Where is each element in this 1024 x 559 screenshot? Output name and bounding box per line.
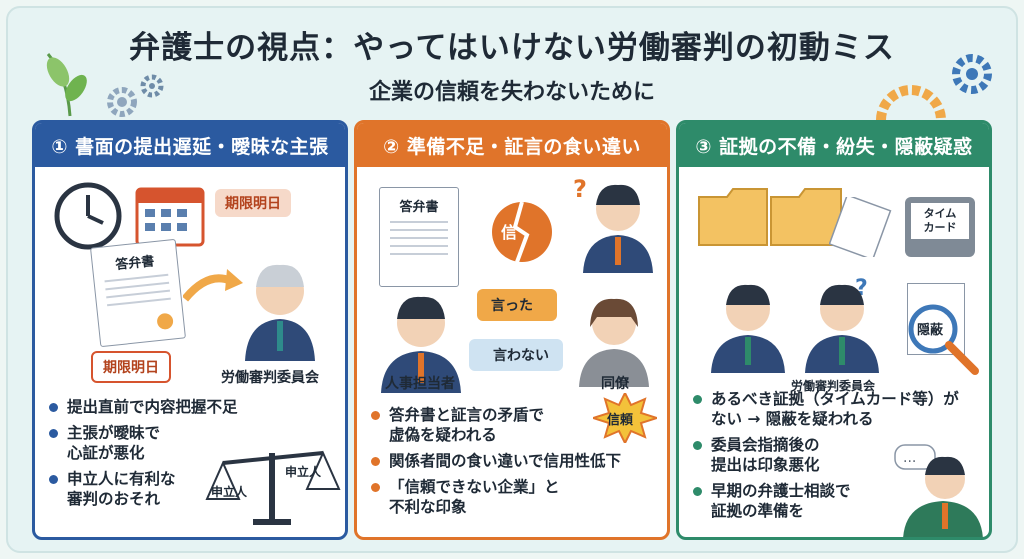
calendar-icon (135, 187, 205, 247)
broken-trust-icon (492, 201, 552, 263)
committee-member-icon (245, 264, 315, 361)
colleague-person-icon (579, 298, 649, 387)
arrow-said: 言った (477, 289, 557, 321)
page-subtitle: 企業の信頼を失わないために (368, 80, 655, 105)
bullet-item: 主張が曖昧で 心証が悪化 (49, 423, 339, 463)
svg-text:?: ? (573, 175, 587, 203)
folder-icon (698, 188, 842, 246)
panel-heading: ① 書面の提出遅延・曖昧な主張 (35, 123, 345, 167)
deadline-tag: 期限明日 (215, 189, 291, 217)
committee-label: 労働審判委員会 (221, 370, 319, 386)
arrow-not-said: 言わない (469, 339, 563, 371)
scale-label-right: 申立人 (285, 465, 322, 479)
panel-heading: ③ 証拠の不備・紛失・隠蔽疑惑 (679, 123, 989, 167)
timecard-safe: タイム カード (905, 197, 975, 257)
bullet-item: 提出直前で内容把握不足 (49, 397, 339, 417)
person-icon: ? (805, 276, 879, 373)
page-title: 弁護士の視点：やってはいけない労働審判の初動ミス (129, 30, 895, 66)
person-icon (711, 284, 785, 373)
bullet-item: 答弁書と証言の矛盾で 虚偽を疑われる (371, 405, 661, 445)
svg-text:...: ... (903, 450, 916, 466)
clock-icon (54, 182, 122, 250)
gear-icon (140, 74, 164, 98)
panel-testimony-conflict: ② 準備不足・証言の食い違い 答弁書 信 ? 言った 言わない (354, 120, 670, 540)
arrow-icon (183, 269, 243, 302)
colleague-label: 同僚 (601, 376, 629, 392)
bullet-item: 早期の弁護士相談で 証拠の準備を (693, 481, 983, 521)
panel-illustration: タイム カード ? 労働審判委員会 隠蔽 (679, 167, 989, 393)
lawyer-person-icon: ... (894, 444, 983, 537)
panel-heading: ② 準備不足・証言の食い違い (357, 123, 667, 167)
leaf-icon (46, 53, 87, 117)
panel-illustration: 答弁書 信 ? 言った 言わない 人事担当者 同僚 (357, 167, 667, 393)
bullet-item: 申立人に有利な 審判のおそれ (49, 469, 339, 509)
paper-icon (829, 197, 892, 257)
gear-icon (952, 54, 992, 94)
hr-person-icon (381, 296, 461, 393)
scale-label-left: 申立人 (211, 485, 248, 499)
panel-missing-evidence: ③ 証拠の不備・紛失・隠蔽疑惑 タイム カード ? 労働審判委員会 (676, 120, 992, 540)
conceal-label: 隠蔽 (917, 323, 944, 338)
panel-late-filing: ① 書面の提出遅延・曖昧な主張 期限明日 答弁書 (32, 120, 348, 540)
hr-label: 人事担当者 (385, 376, 455, 392)
bullet-item: 委員会指摘後の 提出は印象悪化 (693, 435, 983, 475)
scale-icon (205, 450, 341, 525)
panel-illustration: 期限明日 答弁書 労働審判委員会 期限明日 (35, 167, 345, 387)
gear-icon (107, 87, 137, 117)
badge-burst-icon (593, 393, 657, 443)
trust-char: 信 (501, 223, 518, 242)
trust-badge: 信頼 (607, 413, 634, 428)
answer-document: 答弁書 (90, 238, 186, 348)
confused-person-icon: ? (573, 175, 653, 273)
deadline-tag: 期限明日 (91, 351, 171, 383)
answer-document: 答弁書 (379, 187, 459, 287)
magnifier-icon (908, 304, 979, 375)
bullet-item: 「信頼できない企業」と 不利な印象 (371, 477, 661, 517)
bullet-item: 関係者間の食い違いで信用性低下 (371, 451, 661, 471)
gear-icon (876, 85, 946, 120)
bullet-item: あるべき証拠（タイムカード等）が ない → 隠蔽を疑われる (693, 389, 983, 429)
committee-label: 労働審判委員会 (791, 379, 876, 393)
